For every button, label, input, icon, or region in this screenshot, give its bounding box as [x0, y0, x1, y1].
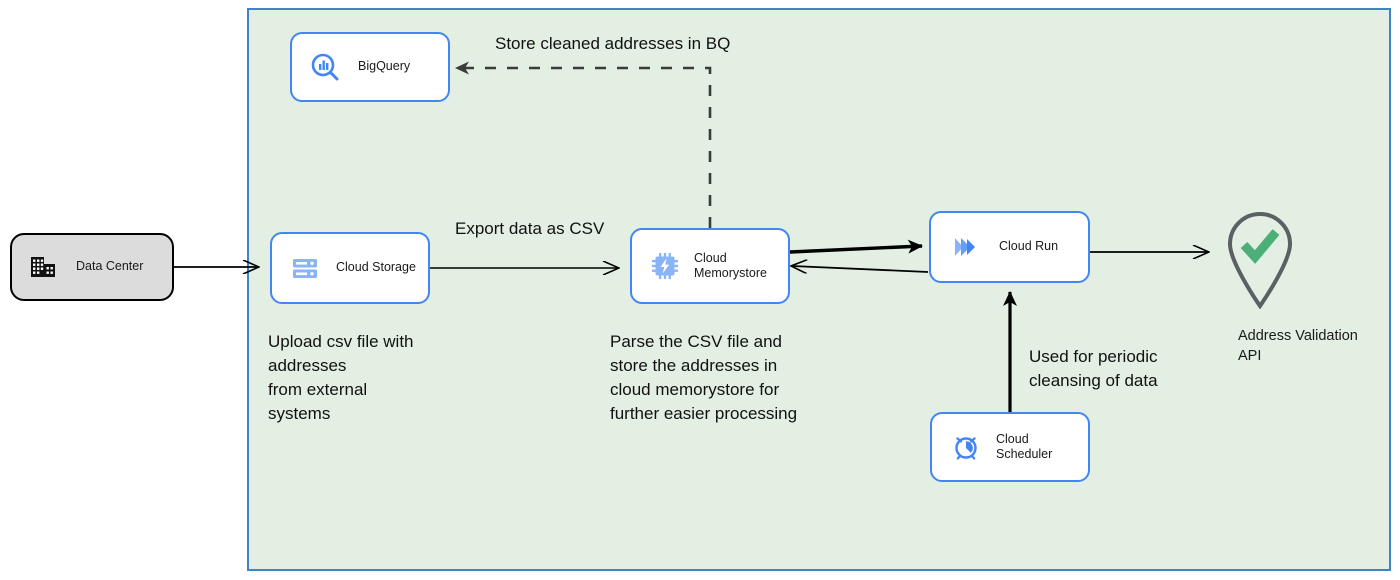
- node-bigquery-label: BigQuery: [358, 59, 411, 74]
- node-cloud-memorystore-label: Cloud Memorystore: [694, 250, 767, 280]
- node-cloud-memorystore[interactable]: Cloud Memorystore: [630, 228, 790, 304]
- node-cloud-run-label: Cloud Run: [999, 239, 1059, 254]
- node-data-center-label: Data Center: [76, 259, 144, 274]
- cloud-storage-icon: [290, 253, 320, 283]
- address-validation-api-label: Address Validation API: [1238, 328, 1358, 364]
- caption-upload-csv: Upload csv file with addresses from exte…: [268, 332, 414, 424]
- node-cloud-scheduler-label: Cloud Scheduler: [996, 431, 1053, 461]
- cloud-memorystore-icon: [650, 251, 680, 281]
- edge-label-export-csv: Export data as CSV: [455, 219, 605, 238]
- cloud-scheduler-icon: [950, 431, 982, 463]
- node-cloud-storage[interactable]: Cloud Storage: [270, 232, 430, 304]
- data-center-icon: [28, 252, 58, 282]
- cloud-run-icon: [949, 231, 981, 263]
- edge-label-periodic-cleansing: Used for periodic cleansing of data: [1029, 347, 1158, 390]
- edge-label-store-cleaned: Store cleaned addresses in BQ: [495, 34, 731, 53]
- node-cloud-storage-label: Cloud Storage: [336, 260, 416, 275]
- node-data-center[interactable]: Data Center: [10, 233, 174, 301]
- node-address-validation-api[interactable]: [1218, 205, 1302, 310]
- caption-parse-csv: Parse the CSV file and store the address…: [610, 332, 798, 424]
- bigquery-icon: [308, 50, 342, 84]
- node-cloud-scheduler[interactable]: Cloud Scheduler: [930, 412, 1090, 482]
- node-bigquery[interactable]: BigQuery: [290, 32, 450, 102]
- address-validation-pin-icon: [1218, 212, 1302, 313]
- node-cloud-run[interactable]: Cloud Run: [929, 211, 1090, 283]
